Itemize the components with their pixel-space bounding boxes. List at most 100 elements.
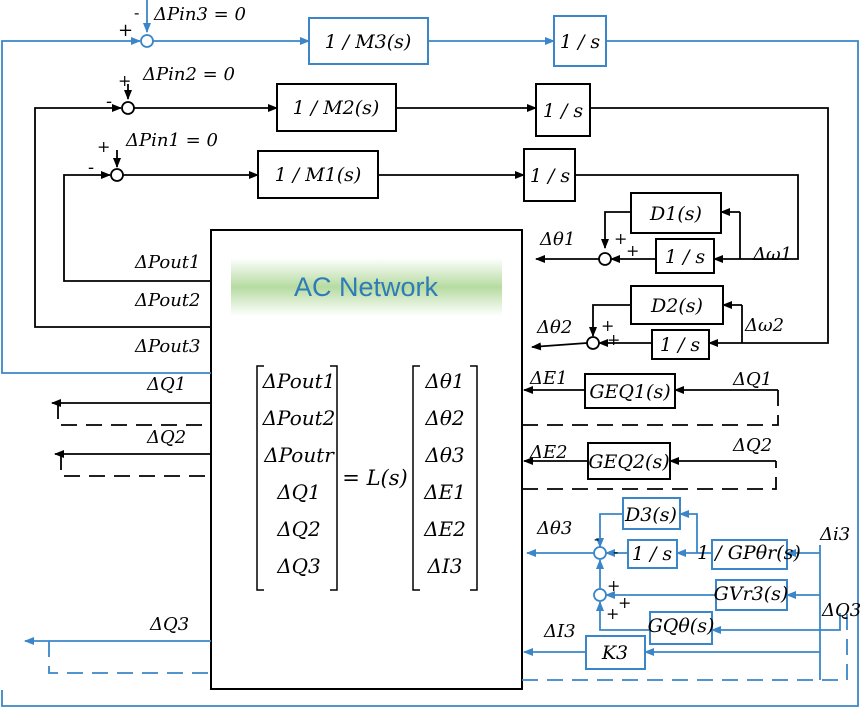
e1-label: ΔE1 [529,368,568,389]
integrator-theta1-label: 1 / s [665,246,706,268]
q3-label: ΔQ3 [149,614,189,635]
matrix-right-bracket [412,365,478,591]
matrix-left-entry: ΔPoutr [263,443,335,467]
sign-plus: + [118,71,131,90]
matrix-left-bracket [256,365,338,591]
d2-block [630,285,724,325]
sign-minus: - [106,91,112,112]
integrator-theta1-block [655,238,715,274]
matrix-operator: = L(s) [342,466,407,490]
matrix-right-entry: Δθ1 [424,369,464,393]
d1-block-label: D1(s) [649,203,702,225]
integrator-theta3-label: 1 / s [632,543,673,565]
gqt-block [649,611,713,645]
sign-minus: - [613,542,618,561]
m1-block [257,150,379,199]
loop-2 [34,84,829,347]
k3-block [585,635,646,670]
d1-block [630,192,722,234]
input-pin3-label: ΔPin3 = 0 [153,4,246,25]
q1-e1-path [51,386,779,426]
integrator-1-label: 1 / s [530,165,571,187]
input-pin1-label: ΔPin1 = 0 [125,130,218,151]
matrix-left-entry: ΔQ3 [276,554,321,578]
ac-network-title: AC Network [294,272,439,302]
matrix-right-entry: ΔI3 [426,554,462,578]
theta1-subsystem [535,208,741,266]
gpt-block-label: 1 / GPθr(s) [697,542,801,564]
sign-plus: + [618,593,631,612]
d3-block-label: D3(s) [624,504,677,526]
omega1-label: Δω1 [752,244,792,265]
pout3-label: ΔPout3 [134,336,201,357]
pout2-label: ΔPout2 [134,290,201,311]
sign-plus: + [606,604,619,623]
m3-block [308,17,429,65]
integrator-3-label: 1 / s [560,31,601,53]
sign-plus: + [97,137,110,156]
integrator-theta2-label: 1 / s [660,334,701,356]
integrator-2-label: 1 / s [543,100,584,122]
i3-label: ΔI3 [543,621,576,642]
q2-e2-path [54,450,777,490]
integrator-theta2-block [651,329,710,360]
e2-label: ΔE2 [529,442,568,463]
sign-minus: - [88,157,94,178]
omega2-label: Δω2 [744,315,784,336]
theta3-subsystem [24,510,848,681]
q1-label: ΔQ1 [146,374,186,395]
matrix-left-entry: ΔPout1 [262,369,336,393]
summing-junction-v [593,588,607,602]
summing-junction-2 [121,101,135,115]
ac-network-title-band [231,258,502,316]
sign-plus: + [626,241,639,260]
m2-block [276,83,397,132]
matrix-right-entry: Δθ2 [424,406,464,430]
m3-block-label: 1 / M3(s) [325,31,412,53]
matrix-left-entry: ΔQ2 [276,517,321,541]
loop-1 [63,150,799,282]
gvr-block [715,579,788,611]
summing-junction-theta1 [598,252,612,266]
geq2-block [587,442,671,480]
sign-plus: + [607,330,620,349]
sign-plus: + [118,20,133,41]
q1-input-label: ΔQ1 [732,369,772,390]
gqt-block-label: GQθ(s) [648,615,715,637]
sign-minus: - [134,3,139,22]
theta2-subsystem [531,301,743,351]
m1-block-label: 1 / M1(s) [275,164,362,186]
q3-input-label: ΔQ3 [821,600,861,621]
integrator-3-block [553,15,607,67]
summing-junction-3 [140,34,154,48]
input-pin2-label: ΔPin2 = 0 [142,64,235,85]
sign-minus: - [594,529,599,548]
theta3-label: Δθ3 [536,518,572,539]
geq2-block-label: GEQ2(s) [588,451,669,473]
pout1-label: ΔPout1 [134,252,201,273]
integrator-theta3-block [627,539,678,569]
theta2-label: Δθ2 [536,317,572,338]
q2-label: ΔQ2 [146,427,186,448]
d3-block [622,497,681,530]
summing-junction-theta3 [593,546,607,560]
di3-label: Δi3 [819,524,850,545]
theta1-label: Δθ1 [539,229,575,250]
k3-block-label: K3 [601,642,628,664]
matrix-right-entry: Δθ3 [424,443,464,467]
matrix-left-entry: ΔQ1 [276,480,321,504]
matrix-right-vector: Δθ1 Δθ2 Δθ3 ΔE1 ΔE2 ΔI3 [423,369,466,578]
integrator-1-block [523,148,576,202]
matrix-right-entry: ΔE1 [423,480,466,504]
d2-block-label: D2(s) [650,295,703,317]
matrix-left-vector: ΔPout1 ΔPout2 ΔPoutr ΔQ1 ΔQ2 ΔQ3 [262,369,336,578]
geq1-block [584,373,676,409]
integrator-2-block [535,83,591,137]
sign-plus: + [607,576,620,595]
summing-junction-theta2 [586,336,600,350]
sign-plus: + [614,229,627,248]
geq1-block-label: GEQ1(s) [589,381,670,403]
q2-input-label: ΔQ2 [732,435,772,456]
